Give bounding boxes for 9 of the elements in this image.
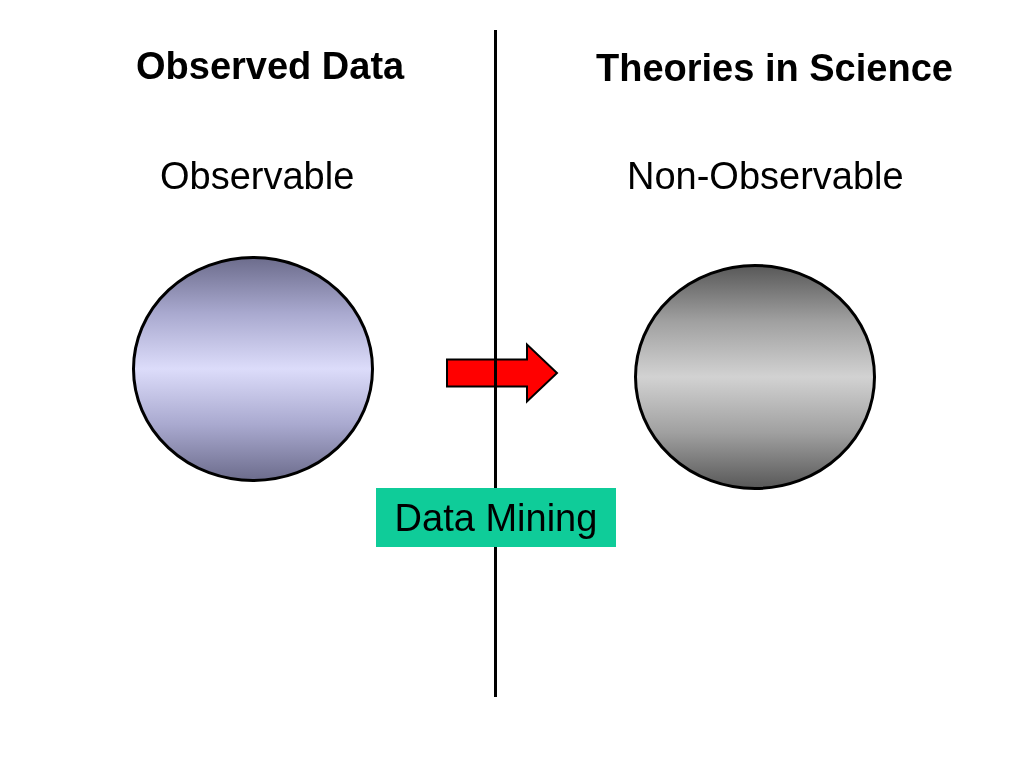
process-box — [376, 488, 616, 547]
box-label: Data Mining — [394, 495, 598, 540]
column-subheading: Non-Observable — [627, 154, 904, 198]
column-subheading: Observable — [160, 154, 355, 198]
column-heading: Theories in Science — [596, 46, 953, 90]
gradient-ellipse — [132, 256, 374, 482]
column-heading: Observed Data — [136, 44, 405, 88]
block-arrow — [446, 342, 559, 404]
gradient-ellipse — [634, 264, 876, 490]
